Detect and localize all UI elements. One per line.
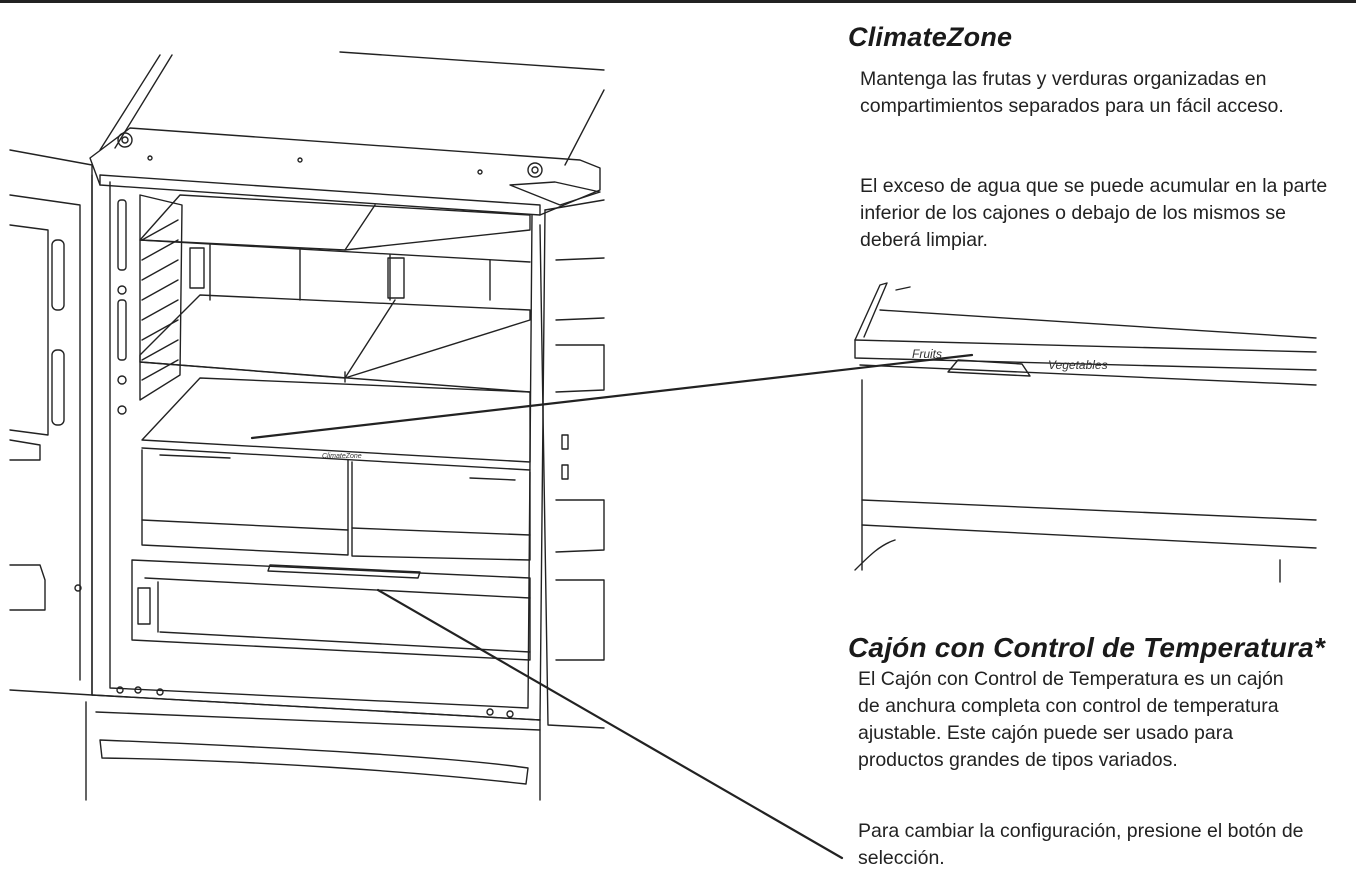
left-door <box>9 149 93 696</box>
climatezone-detail-inset: Fruits Vegetables <box>854 282 1317 583</box>
climatezone-title: ClimateZone <box>848 22 1013 52</box>
inset-fruits-label: Fruits <box>912 347 942 361</box>
refrigerator-shelves <box>139 194 531 471</box>
temperature-drawer-paragraph-1: El Cajón con Control de Temperatura es u… <box>858 668 1284 771</box>
top-rule <box>0 0 1356 3</box>
refrigerator-top <box>89 51 605 216</box>
climatezone-paragraph-2: El exceso de agua que se puede acumular … <box>860 175 1328 251</box>
freezer-drawer <box>85 686 541 801</box>
right-door <box>539 199 605 729</box>
temperature-drawer-paragraph-2: Para cambiar la configuración, presione … <box>858 820 1304 869</box>
climatezone-paragraph-1: Mantenga las frutas y verduras organizad… <box>860 68 1284 117</box>
refrigerator-cabinet <box>91 174 546 721</box>
callout-lines <box>250 353 974 860</box>
illus-climatezone-label: ClimateZone <box>322 453 362 460</box>
temperature-drawer <box>131 559 531 661</box>
inset-vegetables-label: Vegetables <box>1048 358 1108 372</box>
crisper-drawers: ClimateZone <box>141 449 531 561</box>
temperature-drawer-title: Cajón con Control de Temperatura* <box>848 632 1325 663</box>
